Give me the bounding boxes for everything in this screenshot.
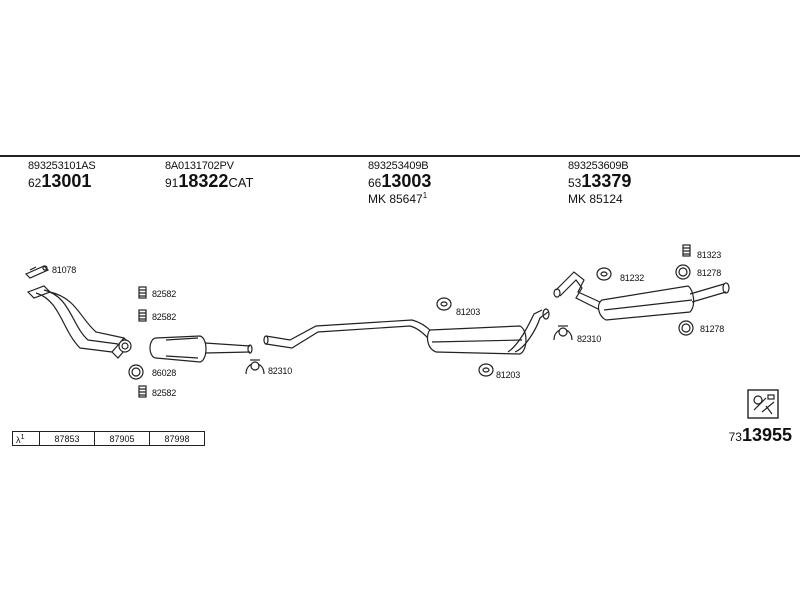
- u-clamp: [553, 325, 573, 341]
- rear-silencer: [597, 282, 730, 321]
- part-column-front-pipe: 893253101AS 6213001: [28, 160, 96, 192]
- spring-clamps: [138, 286, 147, 398]
- rubber-mount: [596, 267, 612, 281]
- label-81232: 81232: [620, 273, 645, 283]
- part-column-rear-silencer: 893253609B 5313379 MK 85124: [568, 160, 631, 206]
- kit-number: 7313955: [728, 425, 792, 445]
- oem-number: 893253409B: [368, 160, 429, 172]
- label-82582: 82582: [152, 388, 177, 398]
- part-number: 5313379: [568, 171, 632, 192]
- label-81278: 81278: [697, 268, 722, 278]
- u-clamp: [245, 359, 265, 375]
- label-82310: 82310: [577, 334, 602, 344]
- middle-pipe: [263, 319, 433, 349]
- oem-number: 893253609B: [568, 160, 629, 172]
- gasket-ring: [128, 364, 144, 380]
- oem-number: 8A0131702PV: [165, 160, 234, 172]
- rubber-mount: [436, 297, 494, 377]
- spring-clamp: [682, 244, 691, 257]
- label-82582: 82582: [152, 289, 177, 299]
- lambda-sensor-icon: [24, 265, 50, 279]
- label-86028: 86028: [152, 368, 177, 378]
- gasket-ring: [675, 264, 694, 336]
- part-number: 6213001: [28, 171, 92, 192]
- label-81203: 81203: [456, 307, 481, 317]
- sensor-parts-table: λ1 87853 87905 87998: [12, 431, 205, 446]
- catalytic-converter: [149, 335, 253, 363]
- front-pipe: [26, 285, 132, 359]
- table-cell: 87998: [149, 431, 205, 446]
- part-number: 6613003: [368, 171, 432, 192]
- header-divider: [0, 155, 800, 157]
- label-81203: 81203: [496, 370, 521, 380]
- label-82582: 82582: [152, 312, 177, 322]
- kit-box-icon: [747, 389, 779, 419]
- part-number: 9118322CAT: [165, 171, 254, 192]
- rear-pipe: [553, 271, 601, 311]
- label-81078: 81078: [52, 265, 77, 275]
- middle-silencer: [426, 308, 550, 355]
- part-column-middle-silencer: 893253409B 6613003 MK 856471: [368, 160, 431, 206]
- oem-number: 893253101AS: [28, 160, 96, 172]
- table-row: λ1 87853 87905 87998: [12, 431, 205, 446]
- label-81323: 81323: [697, 250, 722, 260]
- mounting-kit-number: MK 85124: [568, 191, 623, 206]
- table-cell: 87905: [94, 431, 150, 446]
- lambda-cell: λ1: [12, 431, 40, 446]
- label-82310: 82310: [268, 366, 293, 376]
- part-column-catalytic-converter: 8A0131702PV 9118322CAT: [165, 160, 253, 192]
- table-cell: 87853: [39, 431, 95, 446]
- label-81278: 81278: [700, 324, 725, 334]
- mounting-kit-number: MK 856471: [368, 190, 428, 206]
